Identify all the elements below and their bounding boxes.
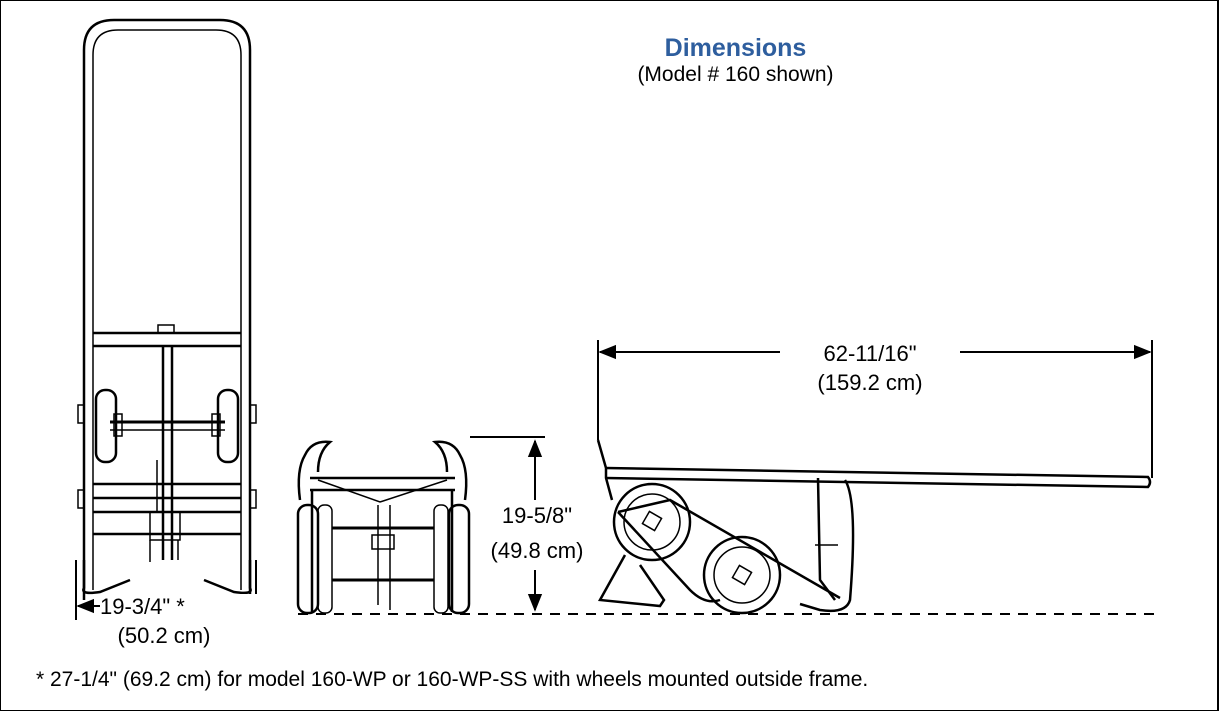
height-label-metric: (49.8 cm) [490,538,584,563]
length-label-metric: (159.2 cm) [817,370,923,395]
width-label-metric: (50.2 cm) [117,623,211,648]
width-label-imperial: 19-3/4" * [100,594,260,620]
height-dimension [470,436,545,612]
page-title: Dimensions [664,34,807,62]
length-label-imperial: 62-11/16" [780,341,960,367]
height-label-imperial: 19-5/8" [501,503,573,528]
front-view-drawing [77,18,257,600]
length-dimension [597,340,1153,478]
side-view-drawing [596,439,1152,615]
footnote: * 27-1/4" (69.2 cm) for model 160-WP or … [36,668,869,691]
model-subtitle: (Model # 160 shown) [637,63,834,86]
folded-view-drawing [296,440,471,615]
